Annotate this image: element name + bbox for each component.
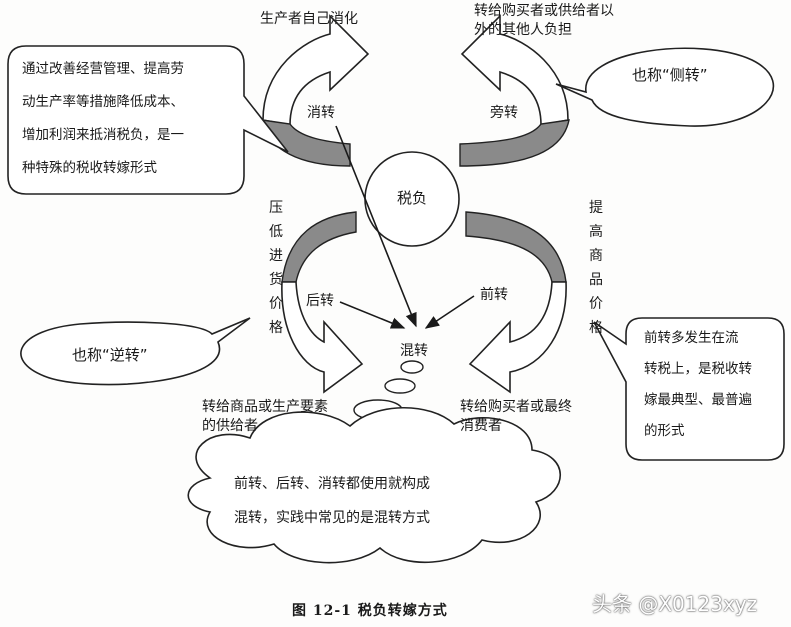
thought-dot-medium	[384, 378, 416, 394]
backward-target-text-1: 转给商品或生产要素	[202, 399, 328, 415]
bubble-reverse	[20, 317, 251, 386]
side-target-text-2: 外的其他人负担	[474, 22, 572, 38]
cloud-summary	[187, 406, 561, 564]
vertical-char: 低	[269, 224, 283, 240]
note-box-right	[593, 317, 785, 461]
mixed-label: 混转	[400, 343, 428, 359]
note-left-line-3: 增加利润来抵消税负，是一	[22, 127, 184, 143]
vertical-char: 品	[589, 272, 603, 288]
arrow-line-forward	[424, 295, 475, 329]
note-right-line-3: 嫁最典型、最普遍	[644, 392, 752, 408]
vertical-char: 格	[589, 320, 603, 336]
forward-label: 前转	[480, 287, 508, 303]
cloud-line-1: 前转、后转、消转都使用就构成	[234, 476, 430, 492]
figure-caption: 图 12-1 税负转嫁方式	[292, 603, 448, 619]
note-left-line-4: 种特殊的税收转嫁形式	[22, 160, 157, 176]
vertical-char: 高	[589, 224, 603, 240]
arrow-consume	[261, 14, 370, 167]
vertical-char: 价	[589, 296, 603, 312]
note-right-line-2: 转税上，是税收转	[644, 361, 752, 377]
arrow-backward	[281, 211, 364, 394]
side-target-text-1: 转给购买者或供给者以	[474, 3, 614, 19]
consume-label: 消转	[307, 105, 335, 121]
backward-label: 后转	[306, 293, 334, 309]
note-right-line-4: 的形式	[644, 423, 685, 439]
note-left-line-1: 通过改善经营管理、提高劳	[22, 61, 184, 77]
raise-goods-price-text: 提高商品价格	[586, 196, 606, 340]
arrow-side	[459, 14, 570, 167]
bubble-reverse-text: 也称“逆转”	[72, 346, 148, 364]
note-box-left	[7, 45, 289, 195]
consume-target-text: 生产者自己消化	[260, 11, 358, 27]
cloud-line-2: 混转，实践中常见的是混转方式	[234, 510, 430, 526]
note-left-line-2: 动生产率等措施降低成本、	[22, 94, 184, 110]
vertical-char: 货	[269, 272, 283, 288]
bubble-side	[555, 47, 775, 127]
tax-burden-text: 税负	[396, 189, 427, 207]
vertical-char: 提	[589, 200, 603, 216]
watermark-text: 头条 @X0123xyz	[592, 592, 758, 616]
forward-target-text-2: 消费者	[460, 418, 502, 434]
side-label: 旁转	[490, 105, 518, 121]
backward-target-text-2: 的供给者	[202, 418, 258, 434]
vertical-char: 格	[269, 320, 283, 336]
vertical-char: 价	[269, 296, 283, 312]
note-right-line-1: 前转多发生在流	[644, 330, 739, 346]
forward-target-text-1: 转给购买者或最终	[460, 399, 572, 415]
arrow-line-backward	[339, 301, 406, 329]
lower-purchase-price-text: 压低进货价格	[266, 196, 286, 340]
vertical-char: 进	[269, 248, 283, 264]
arrow-forward	[465, 211, 567, 394]
bubble-side-text: 也称“侧转”	[632, 66, 708, 84]
vertical-char: 压	[269, 200, 283, 216]
thought-dot-small	[400, 360, 424, 374]
vertical-char: 商	[589, 248, 603, 264]
arrow-line-consume	[335, 125, 417, 328]
